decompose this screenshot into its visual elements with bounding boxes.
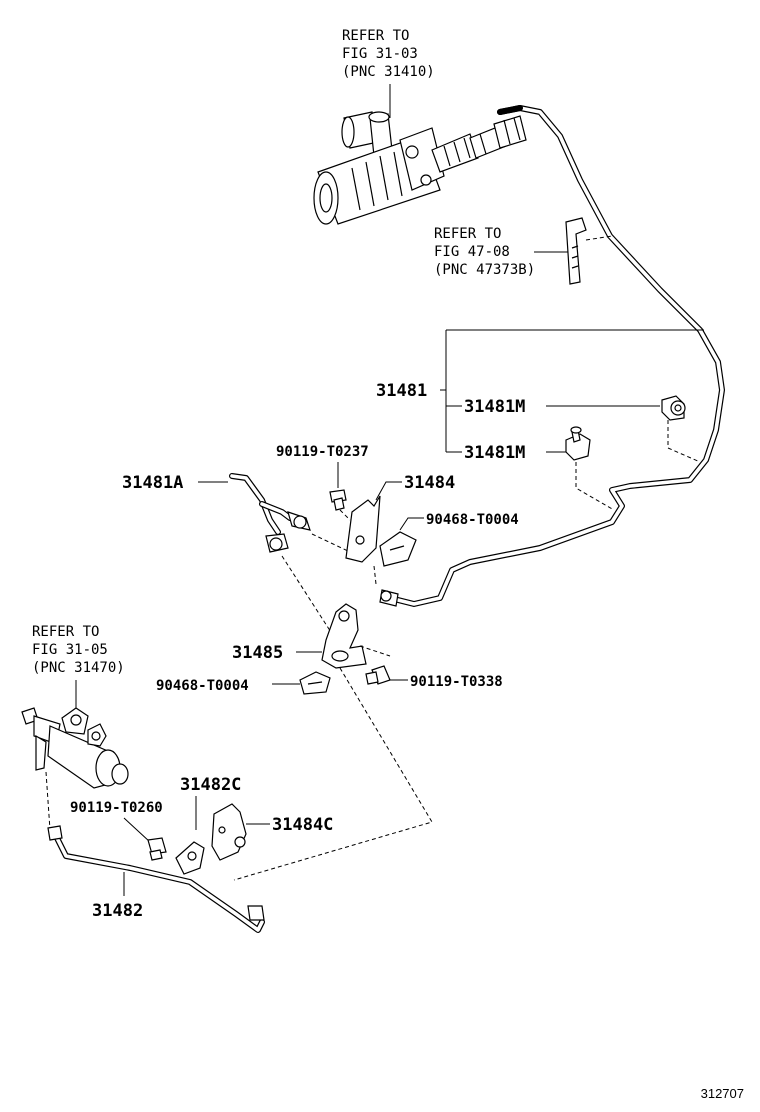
tube-clamp — [565, 217, 587, 285]
dash-bolt-T0237 — [339, 509, 351, 521]
dash-clamp — [585, 235, 613, 241]
callout-31485: 31485 — [232, 643, 283, 663]
reference-clamp: REFER TO FIG 47-08 (PNC 47373B) — [434, 226, 535, 278]
reference-release-cylinder: REFER TO FIG 31-05 (PNC 31470) — [32, 624, 125, 676]
ref-line-3: (PNC 31410) — [342, 64, 435, 80]
figure-number: 312707 — [701, 1086, 744, 1101]
bracket-31484 — [345, 495, 381, 563]
dash-hose-to-bracket — [311, 533, 351, 553]
clip-31481M-upper — [661, 395, 686, 421]
dash-31481M-upper — [667, 420, 701, 463]
callout-90119-T0338: 90119-T0338 — [410, 674, 503, 690]
ref-line-2: FIG 47-08 — [434, 244, 510, 260]
callout-31481A: 31481A — [122, 473, 183, 493]
callout-90468-T0004-upper: 90468-T0004 — [426, 512, 519, 528]
clip-90468-T0004-upper — [379, 531, 417, 567]
callout-90119-T0237: 90119-T0237 — [276, 444, 369, 460]
ref-line-1: REFER TO — [32, 624, 99, 640]
dash-hose-to-31485 — [281, 555, 337, 641]
leader-90119-T0260 — [123, 817, 151, 843]
bracket-31481 — [440, 329, 704, 452]
clutch-master-cylinder — [313, 111, 527, 225]
clip-31481M-lower — [565, 426, 591, 461]
bracket-31485 — [321, 603, 367, 669]
callout-31481M-upper: 31481M — [464, 397, 525, 417]
tube-end-upper — [497, 105, 523, 115]
bolt-90119-T0338 — [365, 665, 391, 685]
clutch-release-cylinder — [21, 707, 129, 789]
flare-nut-31481 — [379, 589, 399, 607]
callout-31482: 31482 — [92, 901, 143, 921]
tube-31482-nuts — [47, 825, 265, 921]
ref-line-3: (PNC 31470) — [32, 660, 125, 676]
dash-31484-to-nut — [373, 565, 377, 585]
dash-31485-bolt — [359, 645, 391, 657]
bracket-31484C — [211, 803, 247, 861]
ref-line-2: FIG 31-05 — [32, 642, 108, 658]
dash-31481M-lower — [575, 462, 615, 511]
bolt-90119-T0260 — [147, 837, 167, 861]
callout-31481: 31481 — [376, 381, 427, 401]
dash-release-cylinder — [45, 771, 51, 831]
clip-90468-T0004-lower — [299, 671, 331, 695]
leader-31484 — [375, 481, 402, 501]
dash-31485-to-tube — [233, 667, 433, 881]
ref-line-1: REFER TO — [434, 226, 501, 242]
callout-90468-T0004-lower: 90468-T0004 — [156, 678, 249, 694]
ref-line-2: FIG 31-03 — [342, 46, 418, 62]
callout-90119-T0260: 90119-T0260 — [70, 800, 163, 816]
ref-line-3: (PNC 47373B) — [434, 262, 535, 278]
callout-31484: 31484 — [404, 473, 455, 493]
callout-31484C: 31484C — [272, 815, 333, 835]
clamp-31482C — [175, 841, 205, 875]
ref-line-1: REFER TO — [342, 28, 409, 44]
leader-90468-T0004-upper — [399, 517, 424, 531]
callout-31482C: 31482C — [180, 775, 241, 795]
reference-master-cylinder: REFER TO FIG 31-03 (PNC 31410) — [342, 28, 435, 80]
hose-31481A-fittings — [265, 511, 311, 553]
callout-31481M-lower: 31481M — [464, 443, 525, 463]
bolt-90119-T0237 — [329, 489, 347, 511]
